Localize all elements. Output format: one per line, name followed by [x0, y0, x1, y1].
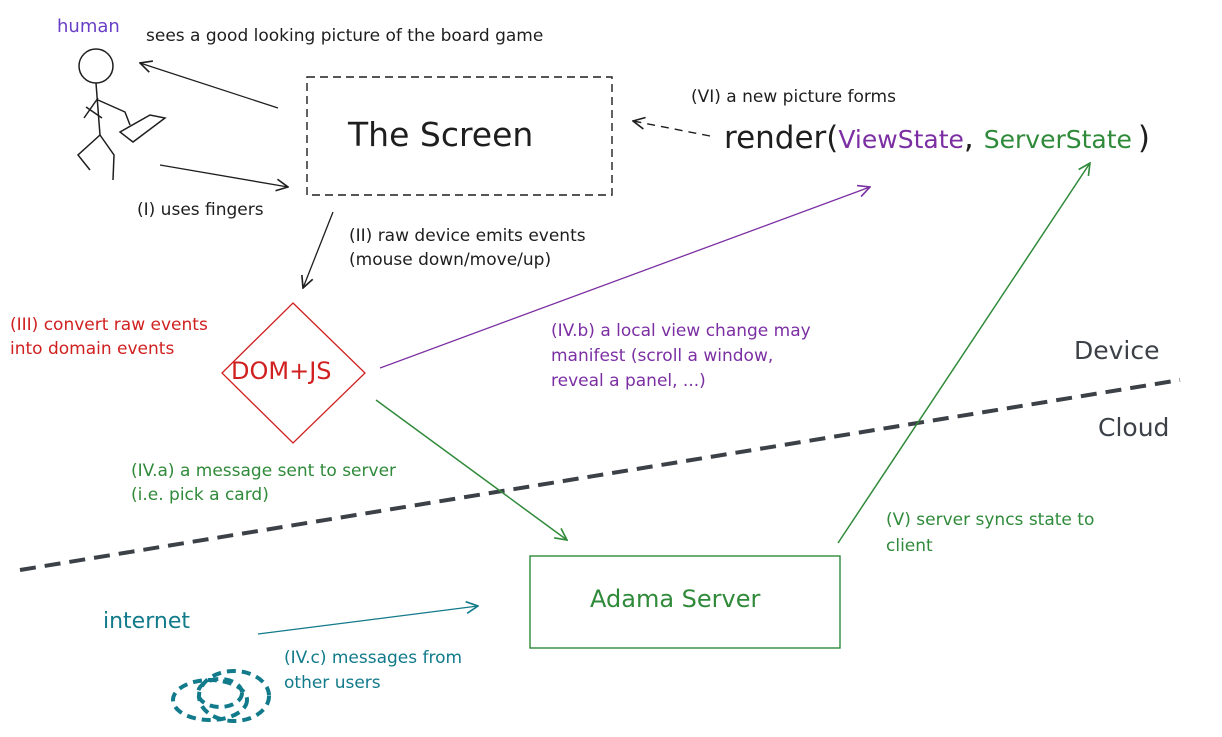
device-cloud-boundary	[19, 378, 1181, 572]
arrow-server-to-serverstate	[837, 163, 1090, 544]
step-ivb-label-line2: manifest (scroll a window,	[551, 346, 774, 366]
arrow-domjs-to-viewstate	[379, 187, 870, 369]
server-box	[529, 555, 841, 649]
arrow-screen-to-domjs	[303, 211, 334, 288]
internet-label: internet	[103, 609, 190, 634]
arrow-screen-to-human	[140, 63, 279, 109]
server-label: Adama Server	[590, 585, 761, 613]
step-iii-label-line1: (III) convert raw events	[10, 315, 208, 335]
render-viewstate: ViewState	[838, 125, 964, 154]
render-suffix: )	[1137, 120, 1151, 156]
users-cloud-icon	[171, 669, 271, 723]
vi-label: (VI) a new picture forms	[691, 87, 896, 107]
screen-box	[306, 76, 613, 196]
stick-figure-icon	[76, 48, 167, 181]
render-serverstate: ServerState	[983, 125, 1132, 154]
step-ii-label-line2: (mouse down/move/up)	[349, 250, 552, 270]
step-ii-label-line1: (II) raw device emits events	[349, 226, 586, 246]
step-i-label: (I) uses fingers	[137, 200, 264, 220]
domjs-label: DOM+JS	[231, 357, 332, 385]
human-label: human	[57, 16, 120, 37]
step-iva-label-line2: (i.e. pick a card)	[131, 485, 269, 505]
step-ivc-label-line1: (IV.c) messages from	[284, 648, 463, 668]
step-v-label-line2: client	[886, 536, 933, 556]
step-ivb-label-line3: reveal a panel, ...)	[551, 371, 706, 391]
render-prefix: render(	[724, 120, 839, 156]
step-ivb-label-line1: (IV.b) a local view change may	[551, 321, 811, 341]
human-sees-label: sees a good looking picture of the board…	[146, 26, 544, 46]
domjs-diamond	[221, 302, 366, 444]
step-v-label-line1: (V) server syncs state to	[886, 510, 1095, 530]
arrow-domjs-to-server	[375, 399, 567, 540]
step-ivc-label-line2: other users	[284, 673, 381, 693]
cloud-label: Cloud	[1098, 413, 1170, 442]
arrow-human-to-screen	[159, 164, 288, 187]
render-expression: render(ViewState, ServerState)	[724, 120, 1151, 157]
render-comma: ,	[963, 120, 974, 156]
arrow-internet-to-server	[257, 606, 478, 635]
device-label: Device	[1074, 336, 1160, 365]
step-iii-label-line2: into domain events	[10, 339, 175, 359]
step-iva-label-line1: (IV.a) a message sent to server	[131, 461, 397, 481]
screen-label: The Screen	[348, 115, 534, 154]
arrow-render-to-screen	[633, 121, 711, 137]
